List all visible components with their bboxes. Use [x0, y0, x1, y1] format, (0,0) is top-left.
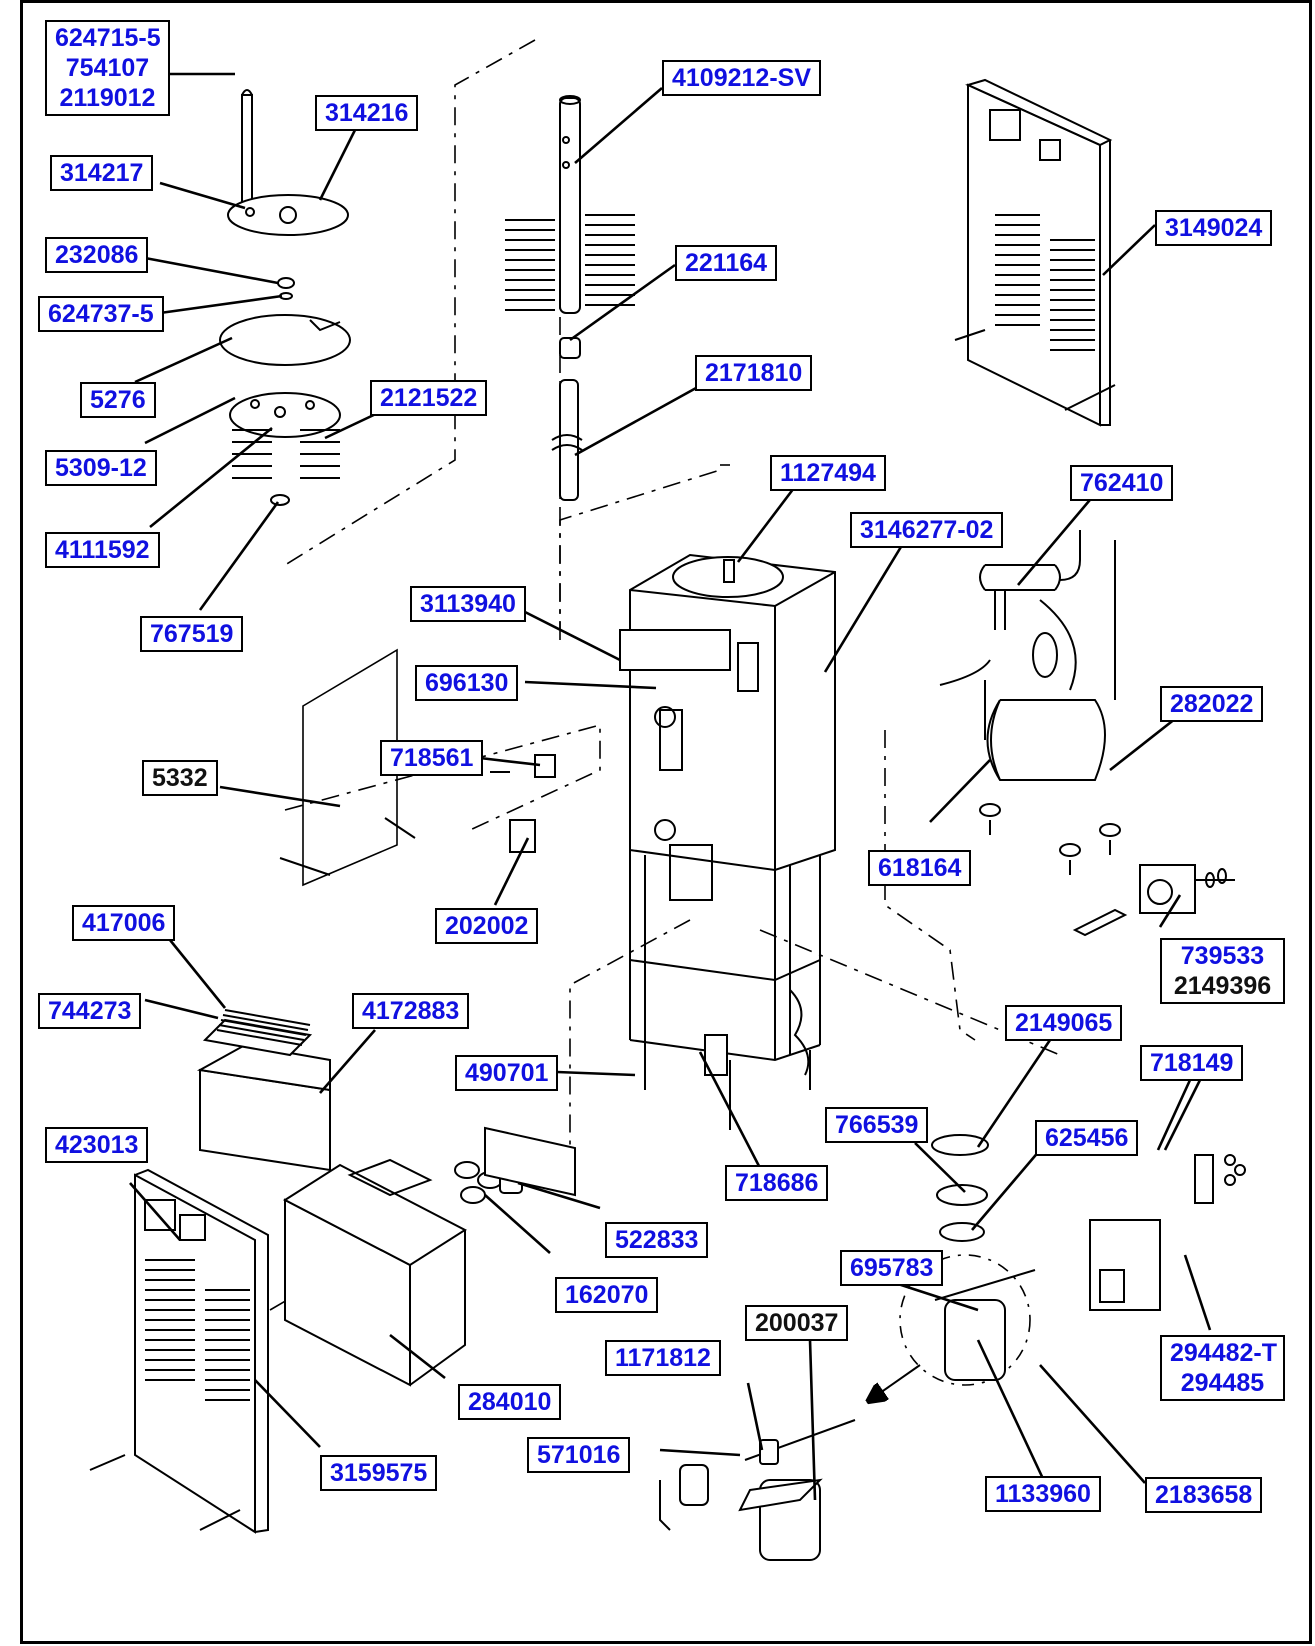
drip-tray-drawing	[196, 1009, 331, 1172]
part-label-284010: 284010	[458, 1384, 562, 1420]
part-label-314217: 314217	[50, 155, 154, 191]
part-number: 624715-5	[55, 24, 161, 52]
part-label-4111592: 4111592	[45, 532, 160, 568]
part-label-696130: 696130	[415, 665, 519, 701]
part-number: 294485	[1180, 1369, 1265, 1397]
part-label-739533: 739533 2149396	[1160, 938, 1285, 1004]
part-label-1133960: 1133960	[985, 1476, 1101, 1512]
part-label-718149: 718149	[1140, 1045, 1244, 1081]
part-label-490701: 490701	[455, 1055, 559, 1091]
float-switch-drawing	[659, 1134, 1246, 1561]
part-label-2149065: 2149065	[1005, 1005, 1123, 1041]
part-label-625456: 625456	[1035, 1120, 1139, 1156]
leader-lines	[129, 72, 1212, 1501]
compressor-drawing	[939, 530, 1121, 875]
part-label-2183658: 2183658	[1145, 1477, 1263, 1513]
part-label-718686: 718686	[725, 1165, 829, 1201]
stirrer-assembly-drawing	[219, 89, 351, 506]
part-label-1127494: 1127494	[770, 455, 886, 491]
part-label-162070: 162070	[555, 1277, 659, 1313]
part-label-5332: 5332	[142, 760, 218, 796]
part-label-4172883: 4172883	[352, 993, 470, 1029]
evaporator-drawing	[505, 95, 635, 501]
part-label-762410: 762410	[1070, 465, 1174, 501]
side-panel-top-right-drawing	[954, 78, 1116, 427]
part-number: 754107	[65, 54, 150, 82]
part-label-3159575: 3159575	[320, 1455, 438, 1491]
part-label-5276: 5276	[80, 382, 156, 418]
part-label-3113940: 3113940	[410, 586, 526, 622]
part-label-1171812: 1171812	[605, 1340, 721, 1376]
part-label-232086: 232086	[45, 237, 149, 273]
part-label-2171810: 2171810	[695, 355, 813, 391]
part-label-423013: 423013	[45, 1127, 149, 1163]
part-number: 2119012	[59, 84, 156, 112]
part-label-3149024: 3149024	[1155, 210, 1273, 246]
part-label-618164: 618164	[868, 850, 972, 886]
part-number: 739533	[1180, 942, 1265, 970]
part-label-294482-T: 294482-T 294485	[1160, 1335, 1285, 1401]
part-label-3146277-02: 3146277-02	[850, 512, 1004, 548]
part-label-417006: 417006	[72, 905, 176, 941]
part-label-221164: 221164	[675, 245, 778, 281]
fan-blade-drawing	[454, 1126, 576, 1204]
part-label-2121522: 2121522	[370, 380, 488, 416]
part-label-202002: 202002	[435, 908, 539, 944]
part-label-624737-5: 624737-5	[38, 296, 164, 332]
side-panel-bottom-left-drawing	[89, 1168, 269, 1534]
part-label-522833: 522833	[605, 1222, 709, 1258]
fan-motor-drawing	[1072, 864, 1235, 937]
part-label-200037: 200037	[745, 1305, 849, 1341]
part-label-624715-5: 624715-5 754107 2119012	[45, 20, 170, 116]
part-label-282022: 282022	[1160, 686, 1264, 722]
diagram-frame	[20, 0, 1312, 1644]
part-number: 294482-T	[1170, 1339, 1278, 1367]
part-label-314216: 314216	[315, 95, 419, 131]
condenser-shroud-drawing	[283, 1158, 467, 1387]
part-label-766539: 766539	[825, 1107, 929, 1143]
part-label-767519: 767519	[140, 616, 244, 652]
part-label-718561: 718561	[380, 740, 484, 776]
part-label-4109212-SV: 4109212-SV	[662, 60, 822, 96]
cabinet-drawing	[619, 553, 836, 1130]
part-number: 2149396	[1173, 972, 1272, 1000]
part-label-5309-12: 5309-12	[45, 450, 157, 486]
part-label-744273: 744273	[38, 993, 142, 1029]
panel-5332-drawing	[279, 648, 556, 887]
part-label-571016: 571016	[527, 1437, 631, 1473]
part-label-695783: 695783	[840, 1250, 944, 1286]
